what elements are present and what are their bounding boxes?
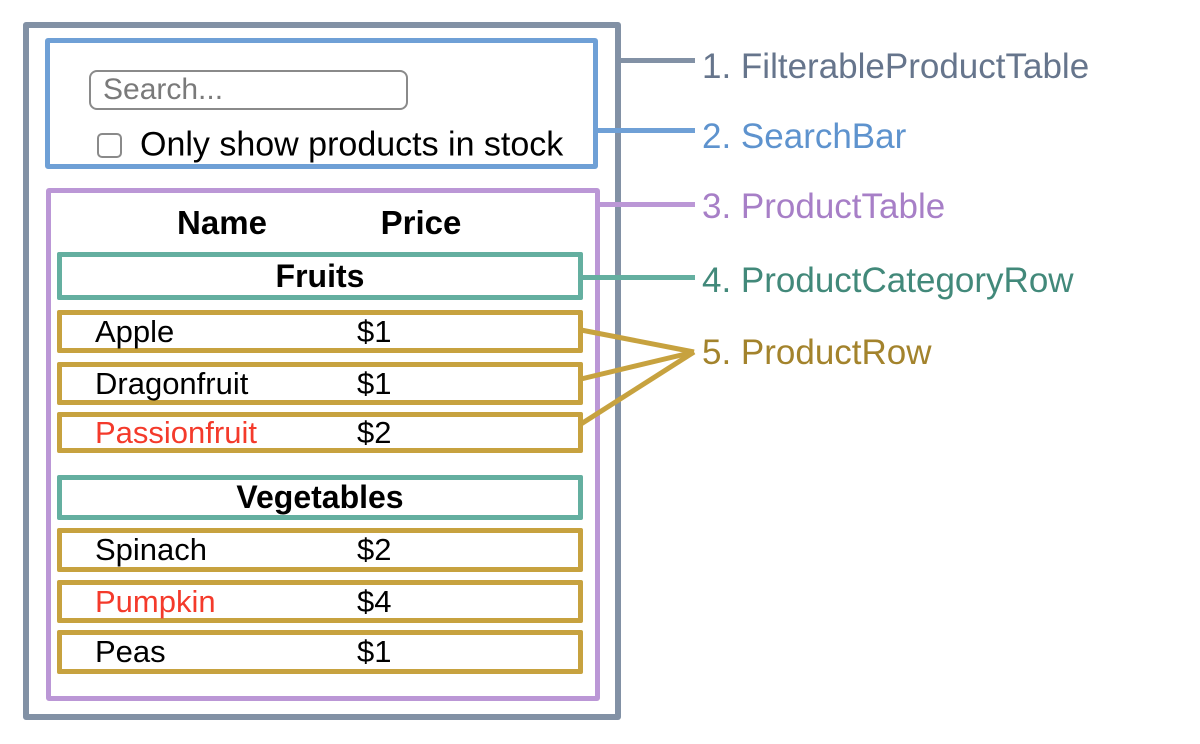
- legend-item-search-bar: 2. SearchBar: [702, 117, 907, 156]
- category-label: Vegetables: [236, 479, 404, 515]
- product-row: Apple $1: [57, 310, 583, 353]
- product-name: Spinach: [95, 532, 208, 567]
- legend-item-product-category-row: 4. ProductCategoryRow: [702, 261, 1074, 300]
- legend-item-product-table: 3. ProductTable: [702, 187, 946, 226]
- product-name: Pumpkin: [95, 583, 216, 619]
- product-price: $1: [357, 313, 392, 349]
- column-header-price: Price: [380, 204, 462, 241]
- connector-line-product-category-row: [579, 275, 695, 280]
- connector-line-filterable-product-table: [617, 58, 695, 63]
- product-row: Peas $1: [57, 630, 583, 674]
- product-price: $2: [357, 532, 392, 567]
- column-header-name: Name: [177, 204, 267, 241]
- in-stock-checkbox[interactable]: [97, 133, 122, 158]
- legend-item-filterable-product-table: 1. FilterableProductTable: [702, 47, 1090, 86]
- product-price: $2: [357, 414, 392, 450]
- product-price: $1: [357, 634, 392, 669]
- product-price: $1: [357, 365, 392, 401]
- product-name: Apple: [95, 313, 175, 349]
- product-price: $4: [357, 583, 392, 619]
- connector-line-product-table: [596, 202, 695, 207]
- product-name: Passionfruit: [95, 414, 257, 450]
- product-row: Spinach $2: [57, 528, 583, 572]
- product-category-row: Fruits: [57, 252, 583, 300]
- search-input[interactable]: [89, 70, 408, 110]
- connector-line-search-bar: [594, 128, 695, 133]
- product-name: Dragonfruit: [95, 365, 249, 401]
- in-stock-checkbox-label: Only show products in stock: [140, 125, 564, 164]
- product-name: Peas: [95, 634, 166, 669]
- legend-item-product-row: 5. ProductRow: [702, 333, 932, 372]
- product-row: Passionfruit $2: [57, 412, 583, 453]
- product-row: Dragonfruit $1: [57, 362, 583, 405]
- product-row: Pumpkin $4: [57, 580, 583, 623]
- category-label: Fruits: [275, 257, 365, 294]
- product-category-row: Vegetables: [57, 475, 583, 520]
